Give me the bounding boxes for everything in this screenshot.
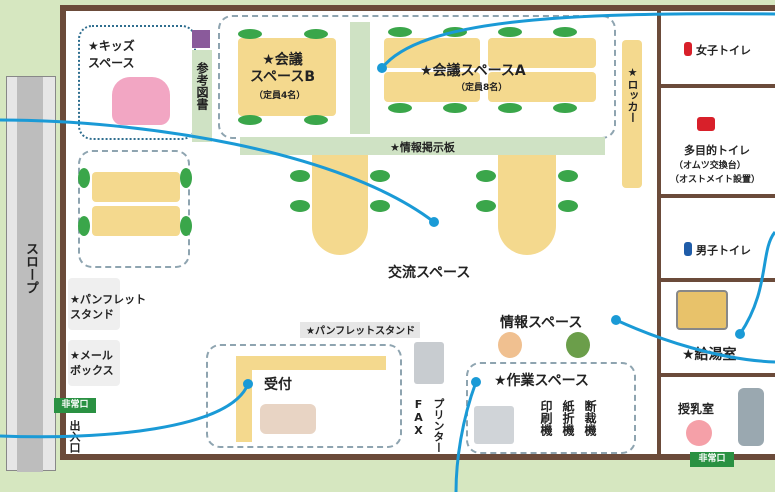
printer-label: プリンター (432, 398, 445, 453)
callout-dot (243, 379, 253, 389)
mens-toilet-label: 男子トイレ (696, 244, 751, 257)
callout-dot (611, 315, 621, 325)
callout-dot (471, 377, 481, 387)
callout-dot (377, 63, 387, 73)
chair (553, 27, 577, 37)
meeting-b-table (238, 38, 336, 116)
chair (553, 103, 577, 113)
chair (238, 29, 262, 39)
emergency-exit-left: 非常口 (54, 398, 96, 413)
chair (180, 216, 192, 236)
chair (558, 200, 578, 212)
chair (498, 103, 522, 113)
slope-label: スロープ (23, 242, 38, 294)
multi-toilet-sub1: （オムツ交換台） (674, 161, 746, 171)
fax-label: FAX (412, 398, 425, 437)
callout-kitchen (738, 231, 775, 335)
exchange-space-label: 交流スペース (388, 265, 471, 281)
chairs (78, 27, 578, 236)
fax-printer-image (414, 342, 444, 384)
outer-wall (60, 5, 775, 460)
reception-staff-image (260, 404, 316, 434)
multi-toilet-label: 多目的トイレ (684, 144, 750, 157)
pamphlet-stand-left (68, 278, 120, 330)
multi-toilet-icon (697, 117, 715, 131)
chair (476, 170, 496, 182)
callout-dots (243, 63, 745, 389)
chair (78, 216, 90, 236)
callout-work (454, 381, 478, 492)
chair (290, 170, 310, 182)
nursing-room-image (686, 420, 712, 446)
info-space-label: 情報スペース (500, 315, 583, 331)
reception-area (206, 344, 402, 448)
slope: スロープ (6, 76, 56, 472)
info-board-label: ★情報掲示板 (390, 141, 455, 154)
kitchen-label: ★給湯室 (682, 347, 737, 363)
chair (290, 200, 310, 212)
meeting-a-label: ★会議スペースA (420, 63, 526, 79)
nursing-room-label: 授乳室 (678, 402, 715, 416)
locker-label: ★ロッカー (626, 66, 639, 123)
chair (443, 103, 467, 113)
info-space-person-1 (498, 332, 522, 358)
desk-area-left (78, 150, 190, 268)
kitchen-sink-image (676, 290, 728, 330)
callout-reception (0, 383, 250, 439)
pamphlet-stand-top-label: ★パンフレットスタンド (306, 326, 416, 337)
chair (476, 200, 496, 212)
chair (498, 27, 522, 37)
reception-label: 受付 (264, 377, 292, 393)
chair (304, 29, 328, 39)
pamphlet-stand-top (300, 322, 420, 338)
chair (370, 200, 390, 212)
pamphlet-stand-left-label: ★パンフレット スタンド (70, 293, 147, 321)
chair (388, 103, 412, 113)
callout-info (615, 318, 775, 364)
right-rooms-wall (657, 8, 661, 458)
meeting-a-capacity: （定員8名） (456, 83, 508, 93)
nursing-room-bed (738, 388, 764, 446)
reception-counter (236, 356, 386, 370)
reference-books-shelf (192, 50, 212, 142)
callout-lines (0, 12, 775, 492)
work-space-label: ★作業スペース (494, 373, 589, 389)
bookshelf (192, 30, 210, 48)
chair (388, 27, 412, 37)
info-space-person-2 (566, 332, 590, 358)
meeting-b-label: ★会議 スペースB (250, 52, 315, 85)
emergency-exit-right: 非常口 (690, 452, 734, 467)
womens-toilet-label: 女子トイレ (696, 44, 751, 57)
mailbox (68, 340, 120, 386)
chair (304, 115, 328, 125)
kids-space-label: ★キッズ スペース (88, 39, 135, 70)
exchange-table-right (498, 155, 556, 255)
chair (238, 115, 262, 125)
chair (370, 170, 390, 182)
copier-image (474, 406, 514, 444)
callout-dot (429, 217, 439, 227)
chair (558, 170, 578, 182)
chair (180, 168, 192, 188)
cutting-machine-label: 断裁機 (583, 400, 597, 436)
meeting-b-capacity: （定員4名） (254, 91, 306, 101)
multi-toilet-sub2: （オストメイト設置） (670, 175, 761, 185)
kids-toy-image (112, 77, 170, 125)
callout-exchange (0, 118, 435, 224)
mens-toilet-icon (684, 242, 692, 256)
divider (350, 22, 370, 134)
info-board (240, 137, 605, 155)
printing-machine-label: 印刷機 (539, 400, 553, 436)
reference-books-label: 参考図書 (195, 62, 209, 110)
locker (622, 40, 642, 188)
callout-meeting (380, 12, 775, 69)
womens-toilet-icon (684, 42, 692, 56)
callout-dot (735, 329, 745, 339)
mailbox-label: ★メール ボックス (70, 349, 114, 377)
folding-machine-label: 紙折機 (561, 400, 575, 436)
chair (78, 168, 90, 188)
